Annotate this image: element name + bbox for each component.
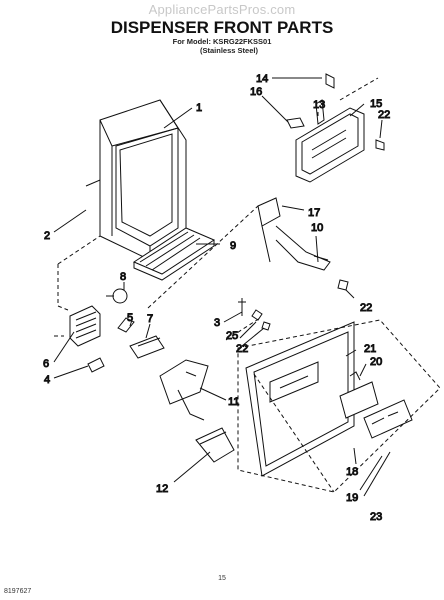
callout-22-screw: 22 <box>236 343 248 355</box>
callout-23: 23 <box>370 511 382 523</box>
callout-17: 17 <box>308 207 320 219</box>
part-lever <box>257 197 349 291</box>
callout-14: 14 <box>256 73 268 85</box>
callout-22-top: 22 <box>378 109 390 121</box>
part-solenoid <box>117 317 165 359</box>
callout-25: 25 <box>226 330 238 342</box>
callout-12: 12 <box>156 483 168 495</box>
part-control-board <box>339 371 413 439</box>
model-line: For Model: KSRG22FKSS01 <box>172 37 272 46</box>
callout-2: 2 <box>44 230 50 242</box>
callout-20: 20 <box>370 356 382 368</box>
callout-1: 1 <box>196 102 202 114</box>
callout-21: 21 <box>364 343 376 355</box>
watermark: AppliancePartsPros.com <box>148 2 296 17</box>
callout-6: 6 <box>43 358 49 370</box>
callout-11: 11 <box>228 396 239 408</box>
doc-code: 8197627 <box>4 588 32 595</box>
part-cup <box>195 427 235 463</box>
part-bracket-assembly <box>286 73 385 183</box>
callout-10: 10 <box>311 222 323 234</box>
part-housing <box>85 99 187 261</box>
callout-8: 8 <box>120 271 126 283</box>
callout-4: 4 <box>44 374 50 386</box>
part-clip <box>87 357 105 373</box>
leader-lines <box>53 77 391 497</box>
model-info: For Model: KSRG22FKSS01 (Stainless Steel… <box>0 37 444 55</box>
page-title: DISPENSER FRONT PARTS <box>110 18 334 37</box>
callout-13: 13 <box>313 99 325 111</box>
dashed-outline <box>54 77 441 493</box>
part-actuator <box>106 288 128 304</box>
part-front-panel <box>245 321 355 477</box>
callout-9: 9 <box>230 240 236 252</box>
callout-3: 3 <box>214 317 220 329</box>
callout-5: 5 <box>127 312 133 324</box>
part-screw <box>238 298 271 331</box>
part-chute <box>159 359 209 421</box>
callout-22-lever: 22 <box>360 302 372 314</box>
callout-15: 15 <box>370 98 382 110</box>
finish-line: (Stainless Steel) <box>200 46 258 55</box>
callout-7: 7 <box>147 313 153 325</box>
callout-19: 19 <box>346 492 358 504</box>
page-number: 15 <box>218 575 226 582</box>
callout-18: 18 <box>346 466 358 478</box>
callout-16: 16 <box>250 86 262 98</box>
part-switch <box>69 305 101 347</box>
